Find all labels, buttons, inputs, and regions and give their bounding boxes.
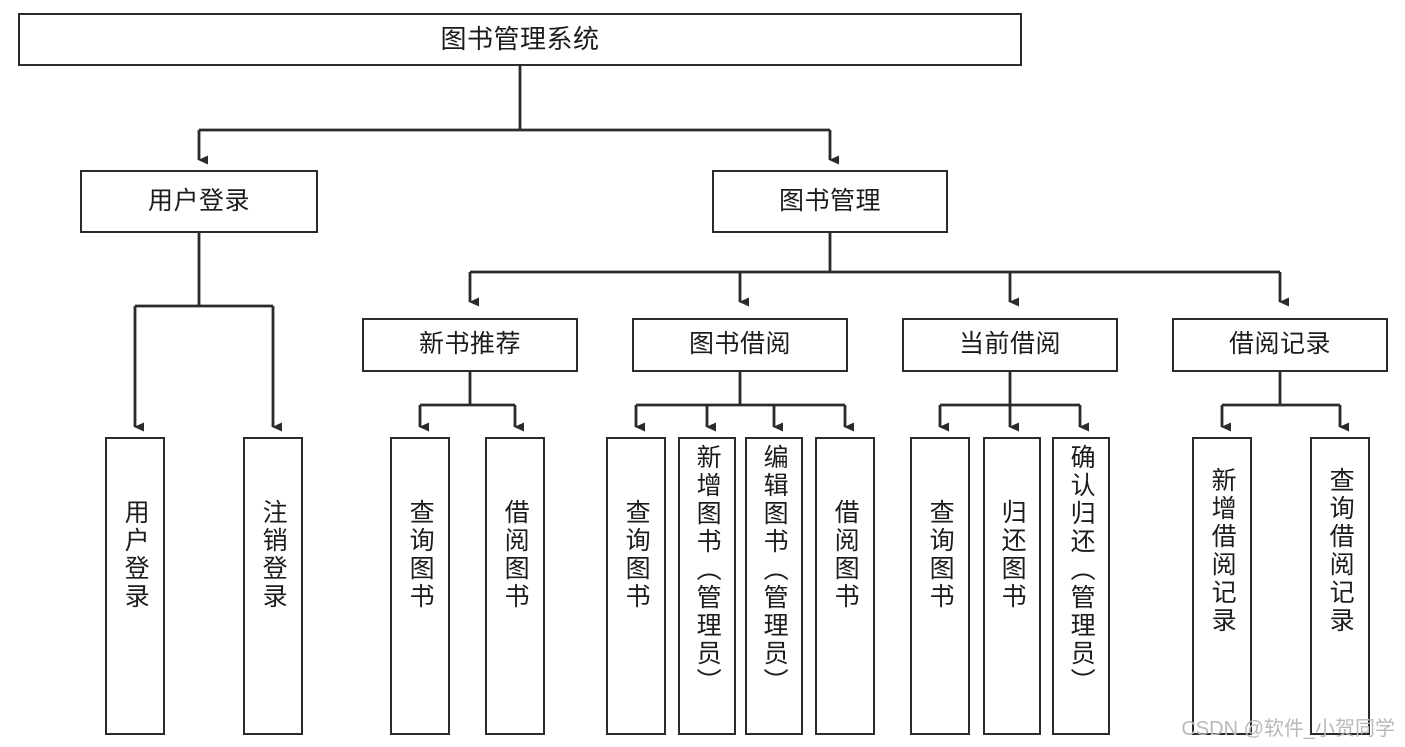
node-label: 注销登录 [259, 499, 288, 611]
node-label: 查询图书 [406, 499, 435, 611]
leaf-borrow-edit-book-admin[interactable]: 编辑图书（管理员） [745, 437, 803, 735]
csdn-watermark: CSDN @软件_小贺同学 [1181, 718, 1395, 740]
node-label: 查询图书 [622, 499, 651, 611]
node-new-book-recommendation[interactable]: 新书推荐 [362, 318, 578, 372]
node-current-borrowing[interactable]: 当前借阅 [902, 318, 1118, 372]
node-book-borrowing[interactable]: 图书借阅 [632, 318, 848, 372]
node-label: 新增图书（管理员） [693, 444, 722, 696]
node-label: 编辑图书（管理员） [760, 444, 789, 696]
node-user-login[interactable]: 用户登录 [80, 170, 318, 233]
node-label: 确认归还（管理员） [1067, 444, 1096, 696]
node-label: 归还图书 [998, 499, 1027, 611]
leaf-current-confirm-return-admin[interactable]: 确认归还（管理员） [1052, 437, 1110, 735]
node-label: 当前借阅 [958, 330, 1061, 359]
leaf-current-return-books[interactable]: 归还图书 [983, 437, 1041, 735]
node-root-book-management-system[interactable]: 图书管理系统 [18, 13, 1022, 66]
node-label: 查询图书 [926, 499, 955, 611]
node-book-management[interactable]: 图书管理 [712, 170, 948, 233]
node-label: 图书管理系统 [440, 24, 600, 55]
node-borrowing-record[interactable]: 借阅记录 [1172, 318, 1388, 372]
leaf-user-login-logout[interactable]: 注销登录 [243, 437, 303, 735]
leaf-new-book-query-books[interactable]: 查询图书 [390, 437, 450, 735]
leaf-record-add-borrow-record[interactable]: 新增借阅记录 [1192, 437, 1252, 735]
node-label: 图书借阅 [688, 330, 791, 359]
node-label: 借阅图书 [831, 499, 860, 611]
leaf-current-query-books[interactable]: 查询图书 [910, 437, 970, 735]
node-label: 用户登录 [147, 186, 250, 215]
node-label: 借阅记录 [1228, 330, 1331, 359]
leaf-user-login-login[interactable]: 用户登录 [105, 437, 165, 735]
leaf-record-query-borrow-record[interactable]: 查询借阅记录 [1310, 437, 1370, 735]
node-label: 借阅图书 [501, 499, 530, 611]
node-label: 用户登录 [121, 499, 150, 611]
leaf-borrow-borrow-books[interactable]: 借阅图书 [815, 437, 875, 735]
leaf-new-book-borrow-books[interactable]: 借阅图书 [485, 437, 545, 735]
node-label: 新书推荐 [418, 330, 521, 359]
node-label: 新增借阅记录 [1208, 467, 1237, 635]
node-label: 查询借阅记录 [1326, 467, 1355, 635]
node-label: 图书管理 [778, 186, 881, 215]
leaf-borrow-add-book-admin[interactable]: 新增图书（管理员） [678, 437, 736, 735]
leaf-borrow-query-books[interactable]: 查询图书 [606, 437, 666, 735]
